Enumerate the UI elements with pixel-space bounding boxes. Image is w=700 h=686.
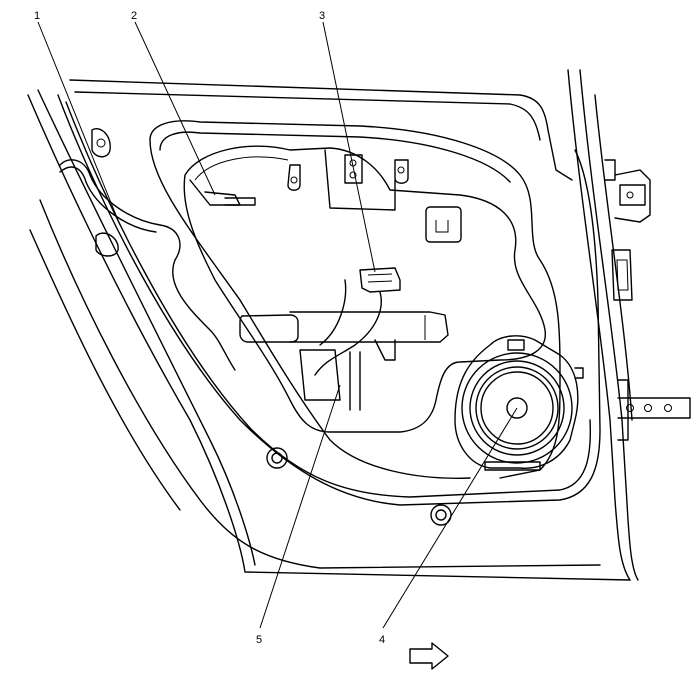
door-hinges: [604, 159, 691, 441]
window-regulator: [239, 279, 449, 411]
speaker: [454, 335, 584, 471]
leader-2: [134, 21, 216, 196]
clip-holes: [91, 128, 462, 526]
connector: [314, 267, 401, 376]
forward-arrow-icon: [409, 642, 449, 670]
callout-5: 5: [256, 634, 262, 646]
door-outer-shell: [27, 69, 639, 581]
leader-lines: [37, 21, 518, 629]
leader-1: [37, 21, 121, 226]
callout-labels: 1 2 3 4 5: [34, 10, 385, 646]
leader-4: [382, 407, 518, 629]
leader-5: [259, 384, 341, 629]
callout-4: 4: [379, 634, 385, 646]
handle-bracket: [189, 179, 256, 206]
callout-1: 1: [34, 10, 40, 22]
leader-3: [322, 21, 376, 273]
callout-2: 2: [131, 10, 137, 22]
wiring-harness: [59, 159, 236, 371]
callout-3: 3: [319, 10, 325, 22]
